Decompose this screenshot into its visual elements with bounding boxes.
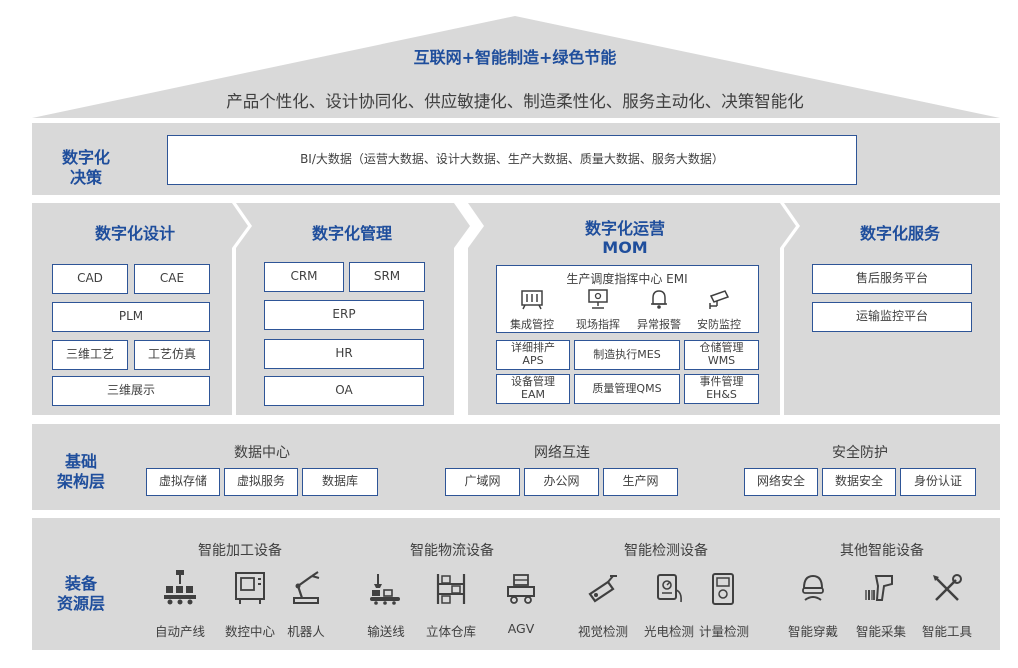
cae-box[interactable]: CAE xyxy=(134,264,210,294)
plm-box[interactable]: PLM xyxy=(52,302,210,332)
onsite-command-icon xyxy=(588,289,608,309)
database-box[interactable]: 数据库 xyxy=(302,468,378,496)
process-sim-box[interactable]: 工艺仿真 xyxy=(134,340,210,370)
identity-auth-box[interactable]: 身份认证 xyxy=(900,468,976,496)
vision-camera-icon xyxy=(588,575,617,603)
equipment-label: 装备 资源层 xyxy=(36,574,126,614)
erp-box[interactable]: ERP xyxy=(264,300,424,330)
equip-item-cnc: 数控中心 xyxy=(224,624,275,639)
design-title: 数字化设计 xyxy=(94,224,175,243)
equip-item-metering: 计量检测 xyxy=(698,624,749,639)
data-security-box[interactable]: 数据安全 xyxy=(822,468,896,496)
security-camera-icon xyxy=(709,290,730,309)
equip-item-vision: 视觉检测 xyxy=(577,624,628,639)
ehs-line1: 事件管理 xyxy=(699,375,744,389)
bi-bigdata-box[interactable]: BI/大数据（运营大数据、设计大数据、生产大数据、质量大数据、服务大数据） xyxy=(167,135,857,185)
equip-item-collection: 智能采集 xyxy=(855,624,906,639)
equip-item-production-line: 自动产线 xyxy=(154,624,205,639)
srm-box[interactable]: SRM xyxy=(349,262,425,292)
qms-box[interactable]: 质量管理QMS xyxy=(574,374,680,404)
alarm-bell-icon xyxy=(651,290,667,309)
smart-tools-icon xyxy=(933,574,962,601)
infra-layer xyxy=(32,424,1000,510)
equipment-layer xyxy=(32,518,1000,650)
crm-box[interactable]: CRM xyxy=(264,262,344,292)
infra-group-title-network: 网络互连 xyxy=(534,445,590,461)
integrated-control-icon xyxy=(521,290,543,310)
production-network-box[interactable]: 生产网 xyxy=(603,468,678,496)
aps-line2: APS xyxy=(522,354,544,367)
aps-line1: 详细排产 xyxy=(511,341,555,355)
equip-group-title-other: 其他智能设备 xyxy=(840,543,924,559)
equipment-label-line1: 装备 xyxy=(64,574,97,593)
wms-line2: WMS xyxy=(707,354,736,367)
network-security-box[interactable]: 网络安全 xyxy=(744,468,818,496)
office-network-box[interactable]: 办公网 xyxy=(524,468,599,496)
wms-line1: 仓储管理 xyxy=(699,341,744,355)
decision-label: 数字化 决策 xyxy=(36,148,136,188)
emi-title: 生产调度指挥中心 EMI xyxy=(566,272,688,286)
management-title: 数字化管理 xyxy=(311,224,392,243)
emi-item-alarm: 异常报警 xyxy=(637,318,681,331)
emi-item-integrated: 集成管控 xyxy=(510,318,554,331)
robot-arm-icon xyxy=(293,571,320,604)
cnc-center-icon xyxy=(235,572,265,604)
eam-box[interactable]: 设备管理 EAM xyxy=(496,374,570,404)
equip-item-agv: AGV xyxy=(507,621,535,636)
metering-meter-icon xyxy=(712,573,734,605)
equip-item-conveyor: 输送线 xyxy=(367,624,405,639)
service-title: 数字化服务 xyxy=(859,224,940,243)
barcode-scanner-icon xyxy=(865,575,893,601)
cad-box[interactable]: CAD xyxy=(52,264,128,294)
infra-group-title-datacenter: 数据中心 xyxy=(234,445,290,461)
infra-label-line1: 基础 xyxy=(64,452,97,471)
wms-box[interactable]: 仓储管理 WMS xyxy=(684,340,759,370)
ehs-box[interactable]: 事件管理 EH&S xyxy=(684,374,759,404)
oa-box[interactable]: OA xyxy=(264,376,424,406)
hr-box[interactable]: HR xyxy=(264,339,424,369)
emi-box[interactable]: 生产调度指挥中心 EMI 集成管控 现场指挥 异常报警 安防监控 xyxy=(496,265,759,333)
conveyor-icon xyxy=(370,574,400,605)
equip-group-title-inspection: 智能检测设备 xyxy=(624,543,708,559)
wan-box[interactable]: 广域网 xyxy=(445,468,520,496)
equip-group-title-processing: 智能加工设备 xyxy=(198,543,282,559)
smart-wearable-icon xyxy=(802,574,824,601)
infra-group-title-security: 安全防护 xyxy=(832,445,888,461)
3d-display-box[interactable]: 三维展示 xyxy=(52,376,210,406)
agv-icon xyxy=(507,574,535,604)
operation-title-line1: 数字化运营 xyxy=(584,219,665,238)
equip-item-robot: 机器人 xyxy=(287,624,325,639)
infra-label-line2: 架构层 xyxy=(56,472,105,491)
transport-monitor-box[interactable]: 运输监控平台 xyxy=(812,302,972,332)
mes-box[interactable]: 制造执行MES xyxy=(574,340,680,370)
aps-box[interactable]: 详细排产 APS xyxy=(496,340,570,370)
virtual-service-box[interactable]: 虚拟服务 xyxy=(224,468,298,496)
production-line-icon xyxy=(164,570,196,605)
eam-line2: EAM xyxy=(521,388,545,401)
infra-label: 基础 架构层 xyxy=(36,452,126,492)
emi-item-security: 安防监控 xyxy=(697,318,741,331)
eam-line1: 设备管理 xyxy=(511,375,555,389)
equipment-label-line2: 资源层 xyxy=(56,594,105,613)
after-sales-box[interactable]: 售后服务平台 xyxy=(812,264,972,294)
operation-title: 数字化运营 MOM xyxy=(540,219,710,257)
equip-group-title-logistics: 智能物流设备 xyxy=(410,543,494,559)
virtual-storage-box[interactable]: 虚拟存储 xyxy=(146,468,220,496)
equip-item-photoelectric: 光电检测 xyxy=(643,624,694,639)
photoelectric-sensor-icon xyxy=(657,574,682,603)
equip-item-wearable: 智能穿戴 xyxy=(787,624,838,639)
decision-label-line2: 决策 xyxy=(69,168,102,187)
roof-subtitle: 产品个性化、设计协同化、供应敏捷化、制造柔性化、服务主动化、决策智能化 xyxy=(226,92,804,111)
roof-title: 互联网+智能制造+绿色节能 xyxy=(413,48,617,67)
3d-process-box[interactable]: 三维工艺 xyxy=(52,340,128,370)
emi-item-command: 现场指挥 xyxy=(576,318,620,331)
operation-title-line2: MOM xyxy=(602,238,648,257)
warehouse-rack-icon xyxy=(436,574,466,604)
ehs-line2: EH&S xyxy=(706,388,737,401)
roof-shape xyxy=(32,16,1000,118)
equip-item-tools: 智能工具 xyxy=(921,624,972,639)
equip-item-warehouse: 立体仓库 xyxy=(425,624,476,639)
decision-label-line1: 数字化 xyxy=(61,148,110,167)
